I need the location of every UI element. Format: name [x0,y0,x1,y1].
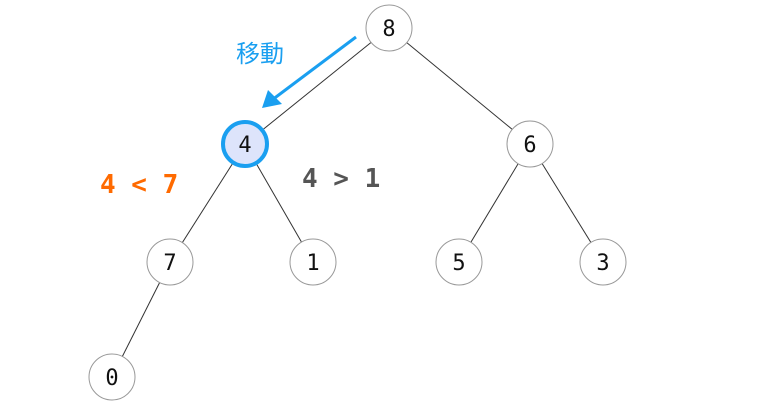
node-label: 1 [306,251,319,276]
tree-node-0: 0 [88,353,136,401]
tree-node-5: 5 [435,238,483,286]
tree-node-7: 7 [146,238,194,286]
edge-8-4 [244,27,390,145]
tree-node-6: 6 [506,120,554,168]
compare-right-label: 4 > 1 [302,164,381,194]
node-label: 4 [238,133,251,158]
edge-8-6 [388,27,531,145]
tree-node-4: 4 [221,120,269,168]
node-label: 8 [382,17,395,42]
tree-node-1: 1 [289,238,337,286]
node-label: 5 [452,251,465,276]
move-arrowhead-icon [262,90,282,108]
compare-left-label: 4 < 7 [100,170,179,200]
move-arrow-icon [271,35,357,102]
tree-node-3: 3 [579,238,627,286]
node-label: 6 [523,133,536,158]
move-label: 移動 [236,40,284,68]
node-label: 7 [163,251,176,276]
node-label: 0 [105,366,118,391]
tree-node-8: 8 [365,4,413,52]
node-label: 3 [596,251,609,276]
